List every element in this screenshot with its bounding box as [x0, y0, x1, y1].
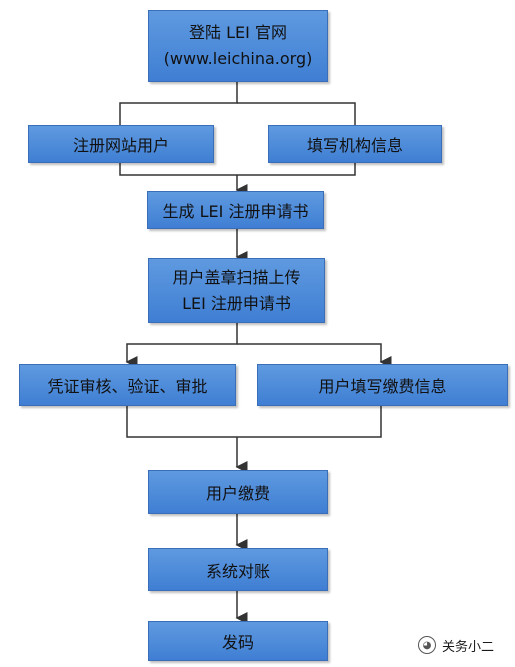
register-user-node: 注册网站用户 — [28, 125, 214, 163]
fill-org-info-node: 填写机构信息 — [268, 125, 442, 163]
fill-org-info-label: 填写机构信息 — [306, 136, 403, 155]
wechat-icon: ◕ — [418, 636, 436, 654]
generate-form-node: 生成 LEI 注册申请书 — [147, 191, 324, 229]
login-node: 登陆 LEI 官网 (www.leichina.org) — [148, 10, 328, 82]
pay-node: 用户缴费 — [148, 470, 328, 514]
watermark-text: 关务小二 — [442, 639, 495, 655]
verify-label: 凭证审核、验证、审批 — [47, 377, 208, 396]
upload-form-line2: LEI 注册申请书 — [182, 293, 291, 313]
upload-form-node: 用户盖章扫描上传 LEI 注册申请书 — [148, 258, 325, 323]
fill-payment-info-node: 用户填写缴费信息 — [257, 364, 508, 406]
issue-node: 发码 — [148, 621, 328, 661]
pay-label: 用户缴费 — [205, 484, 270, 503]
connector-merge-1 — [119, 162, 356, 176]
fill-payment-info-label: 用户填写缴费信息 — [318, 377, 447, 396]
generate-form-label: 生成 LEI 注册申请书 — [162, 202, 309, 221]
reconcile-node: 系统对账 — [148, 548, 328, 591]
connector-login-right — [237, 102, 356, 125]
login-node-line2: (www.leichina.org) — [163, 49, 313, 68]
connector-login-split — [119, 81, 238, 125]
login-node-line1: 登陆 LEI 官网 — [189, 23, 287, 43]
connector-merge-2 — [126, 405, 382, 438]
connector-upload-split — [125, 322, 238, 368]
watermark: ◕ 关务小二 — [418, 633, 512, 657]
issue-label: 发码 — [221, 633, 254, 652]
register-user-label: 注册网站用户 — [72, 136, 169, 155]
verify-node: 凭证审核、验证、审批 — [19, 364, 236, 406]
upload-form-line1: 用户盖章扫描上传 — [172, 267, 301, 287]
connector-upload-right — [237, 343, 392, 368]
reconcile-label: 系统对账 — [205, 561, 270, 581]
